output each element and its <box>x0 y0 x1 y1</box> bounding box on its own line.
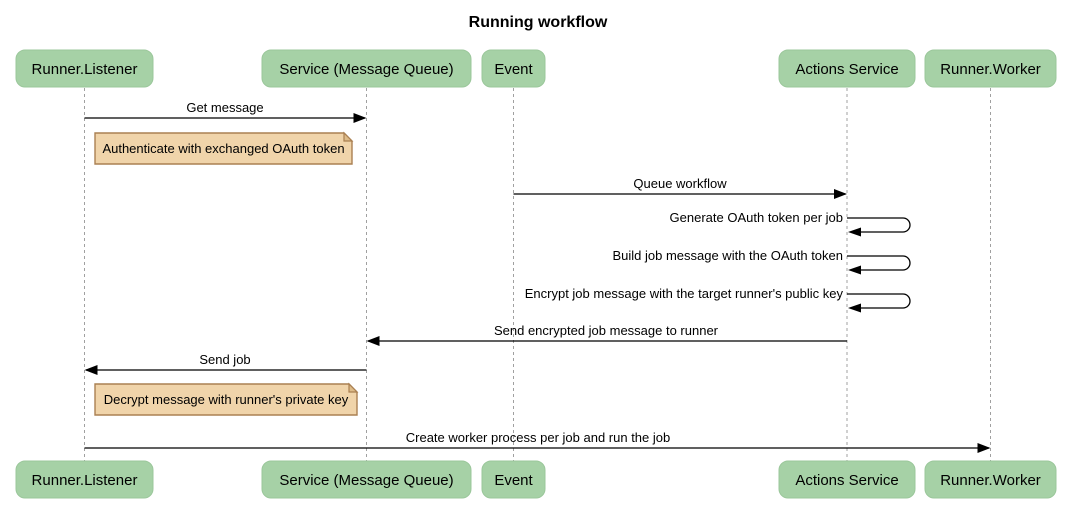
message-encrypt-job-message-label: Encrypt job message with the target runn… <box>525 286 844 301</box>
message-send-job-label: Send job <box>199 352 250 367</box>
message-encrypt-job-message-loop <box>847 293 911 309</box>
actor-top-runner-listener-label: Runner.Listener <box>32 61 138 78</box>
message-get-message-label: Get message <box>186 100 263 115</box>
actor-bottom-runner-listener-label: Runner.Listener <box>32 472 138 489</box>
message-generate-oauth-token: Generate OAuth token per job <box>670 210 911 237</box>
message-send-job: Send job <box>84 352 367 375</box>
actor-top-runner-listener <box>15 49 154 88</box>
message-generate-oauth-token-label: Generate OAuth token per job <box>670 210 843 225</box>
message-send-encrypted-job-label: Send encrypted job message to runner <box>494 323 719 338</box>
note-decrypt-label: Decrypt message with runner's private ke… <box>104 392 349 407</box>
message-build-job-message: Build job message with the OAuth token <box>612 248 911 275</box>
lifelines <box>84 88 991 461</box>
note-authenticate-label: Authenticate with exchanged OAuth token <box>102 141 344 156</box>
arrowhead-right-icon <box>977 443 991 453</box>
message-get-message: Get message <box>84 100 367 123</box>
actor-top-actions-service-label: Actions Service <box>795 61 898 78</box>
actor-top-runner-worker <box>924 49 1057 88</box>
message-build-job-message-loop <box>847 255 911 271</box>
message-encrypt-job-message: Encrypt job message with the target runn… <box>525 286 911 313</box>
actor-bottom-actions-service-label: Actions Service <box>795 472 898 489</box>
note-fold-icon <box>348 382 359 393</box>
actor-top-service-message-queue <box>261 49 472 88</box>
arrowhead-left-icon <box>848 265 861 275</box>
arrowhead-left-icon <box>848 227 861 237</box>
message-create-worker-process: Create worker process per job and run th… <box>84 430 991 453</box>
note-fold-icon <box>343 131 354 142</box>
actor-top-actions-service <box>778 49 916 88</box>
actor-top-event <box>481 49 546 88</box>
message-queue-workflow-label: Queue workflow <box>633 176 727 191</box>
message-build-job-message-label: Build job message with the OAuth token <box>612 248 843 263</box>
arrowhead-left-icon <box>366 336 380 346</box>
actor-top-runner-worker-label: Runner.Worker <box>940 61 1041 78</box>
actor-bottom-runner-listener <box>15 460 154 499</box>
actor-bottom-actions-service <box>778 460 916 499</box>
message-queue-workflow: Queue workflow <box>513 176 847 199</box>
message-generate-oauth-token-loop <box>847 217 911 233</box>
note-authenticate-body <box>94 132 353 165</box>
actor-bottom-runner-worker-label: Runner.Worker <box>940 472 1041 489</box>
actor-top-service-message-queue-label: Service (Message Queue) <box>279 61 453 78</box>
note-decrypt: Decrypt message with runner's private ke… <box>94 382 359 416</box>
note-authenticate: Authenticate with exchanged OAuth token <box>94 131 354 165</box>
message-send-encrypted-job: Send encrypted job message to runner <box>366 323 847 346</box>
actor-bottom-event-label: Event <box>494 472 533 489</box>
arrowhead-left-icon <box>848 303 861 313</box>
actor-top-event-label: Event <box>494 61 533 78</box>
actor-bottom-service-message-queue <box>261 460 472 499</box>
actor-bottom-service-message-queue-label: Service (Message Queue) <box>279 472 453 489</box>
arrowhead-left-icon <box>84 365 98 375</box>
arrowhead-right-icon <box>353 113 367 123</box>
arrowhead-right-icon <box>834 189 847 199</box>
actors-bottom: Runner.Listener Service (Message Queue) … <box>15 460 1057 499</box>
actor-bottom-event <box>481 460 546 499</box>
note-decrypt-body <box>94 383 358 416</box>
diagram-title: Running workflow <box>469 14 608 31</box>
actor-bottom-runner-worker <box>924 460 1057 499</box>
actors-top: Runner.Listener Service (Message Queue) … <box>15 49 1057 88</box>
message-create-worker-process-label: Create worker process per job and run th… <box>406 430 670 445</box>
